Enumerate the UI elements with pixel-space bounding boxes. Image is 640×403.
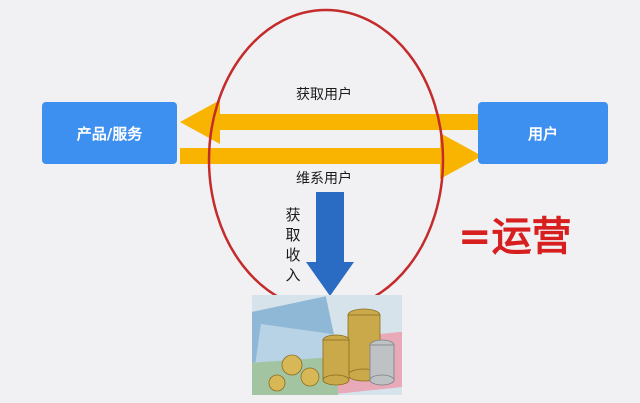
- users-box: 用户: [478, 102, 608, 164]
- vlabel-char: 取: [285, 226, 301, 244]
- money-image: [252, 295, 402, 395]
- product-service-label: 产品/服务: [76, 124, 143, 143]
- acquire-revenue-label: 获 取 收 入: [284, 205, 302, 285]
- vlabel-char: 获: [285, 206, 301, 224]
- retain-users-label: 维系用户: [296, 171, 352, 187]
- arrow-revenue: [306, 192, 354, 296]
- arrow-acquire-users: [180, 100, 478, 144]
- vlabel-char: 收: [285, 246, 301, 264]
- product-service-box: 产品/服务: [42, 102, 177, 164]
- users-label: 用户: [527, 124, 558, 143]
- vlabel-char: 入: [285, 266, 301, 284]
- acquire-users-label: 获取用户: [296, 87, 352, 103]
- equals-operations-label: =运营: [458, 214, 572, 260]
- arrow-retain-users: [180, 133, 482, 179]
- money-photo: [252, 295, 402, 395]
